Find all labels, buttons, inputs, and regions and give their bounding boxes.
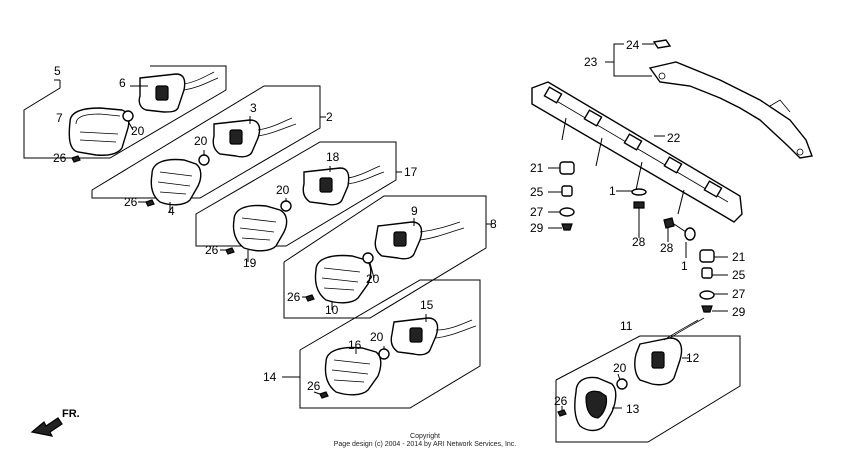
lens-housing-7 — [68, 107, 130, 156]
callout-c27a: 27 — [530, 205, 544, 219]
callout-c18: 18 — [326, 150, 340, 164]
copyright-line: Copyright — [410, 433, 440, 440]
turn-signal-socket-18 — [302, 165, 385, 206]
screw-26b — [138, 199, 171, 212]
callout-c28b: 28 — [660, 241, 674, 255]
stay-22 — [531, 81, 743, 223]
screw-26e — [313, 391, 329, 399]
bulb-20a — [122, 110, 134, 131]
callout-c11: 11 — [620, 319, 633, 333]
callout-c26f: 26 — [554, 394, 568, 408]
bulb-20f — [616, 373, 628, 390]
callout-c10: 10 — [325, 303, 339, 317]
lens-housing-16 — [324, 346, 382, 396]
lens-housing-19 — [232, 204, 288, 262]
turn-signal-socket-3 — [212, 116, 297, 158]
callout-c21b: 21 — [732, 250, 746, 264]
callout-c29a: 29 — [530, 221, 544, 235]
screw-26d — [302, 294, 315, 302]
grommet-24 — [605, 39, 672, 77]
bolt-28a-washer-1a — [616, 188, 647, 238]
callout-c17: 17 — [404, 165, 418, 179]
panel-group-11 — [555, 335, 741, 443]
callout-c20d: 20 — [366, 272, 380, 286]
lens-housing-10 — [314, 254, 372, 310]
callout-c15: 15 — [420, 298, 434, 312]
panel-group-8 — [283, 195, 492, 319]
bulb-20c — [280, 198, 292, 212]
panel-group-14 — [282, 279, 481, 409]
callout-c22: 22 — [667, 131, 681, 145]
direction-label: FR. — [62, 408, 80, 420]
callout-c5: 5 — [54, 64, 61, 78]
callout-c13: 13 — [626, 402, 640, 416]
turn-signal-socket-12 — [634, 317, 705, 386]
callout-c26e: 26 — [307, 379, 321, 393]
bolt-28b-washer-1b — [663, 217, 696, 258]
callout-c1b: 1 — [681, 259, 688, 273]
callout-c21a: 21 — [530, 161, 544, 175]
bulb-20e — [378, 346, 390, 360]
callout-c25a: 25 — [530, 185, 544, 199]
callout-c26d: 26 — [287, 290, 301, 304]
callout-c27b: 27 — [732, 287, 746, 301]
bulb-20d — [362, 252, 375, 279]
callout-c24: 24 — [626, 38, 640, 52]
callout-c26a: 26 — [53, 151, 67, 165]
lens-housing-13 — [574, 376, 622, 432]
bracket-23 — [648, 61, 813, 159]
callout-c20b: 20 — [194, 134, 208, 148]
callout-c6: 6 — [119, 76, 126, 90]
callout-c14: 14 — [263, 370, 277, 384]
lens-housing-4 — [150, 158, 202, 206]
turn-signal-socket-9 — [374, 218, 465, 260]
callout-c29b: 29 — [732, 305, 746, 319]
callout-c7: 7 — [56, 111, 63, 125]
screw-26c — [220, 247, 235, 255]
callout-c9: 9 — [411, 204, 418, 218]
callout-c25b: 25 — [732, 268, 746, 282]
callout-c23: 23 — [584, 55, 598, 69]
callout-c28a: 28 — [632, 235, 646, 249]
callout-c12: 12 — [686, 351, 700, 365]
callout-c1a: 1 — [609, 184, 616, 198]
callout-c20f: 20 — [613, 361, 627, 375]
callout-c26c: 26 — [205, 243, 219, 257]
cushion-rubbers-right — [699, 249, 728, 313]
callout-c3: 3 — [250, 101, 257, 115]
screw-26f — [557, 406, 567, 417]
callout-c16: 16 — [348, 338, 362, 352]
cushion-rubbers-left — [548, 161, 575, 231]
front-direction-arrow-icon: FR. — [30, 408, 80, 437]
turn-signal-socket-6 — [130, 71, 219, 113]
screw-26a — [67, 155, 81, 163]
callout-c20c: 20 — [276, 183, 290, 197]
callout-c20a: 20 — [131, 124, 145, 138]
turn-signal-socket-15 — [390, 314, 477, 356]
callout-c8: 8 — [490, 217, 497, 231]
panel-group-2 — [91, 85, 326, 199]
panel-group-17 — [195, 141, 402, 247]
callout-c26b: 26 — [124, 195, 138, 209]
bulb-20b — [198, 150, 210, 166]
callout-c20e: 20 — [370, 330, 384, 344]
copyright-notice: Page design (c) 2004 - 2014 by ARI Netwo… — [333, 441, 517, 448]
callout-c4: 4 — [168, 204, 175, 218]
callout-c2: 2 — [326, 110, 333, 124]
callout-c19: 19 — [243, 256, 257, 270]
